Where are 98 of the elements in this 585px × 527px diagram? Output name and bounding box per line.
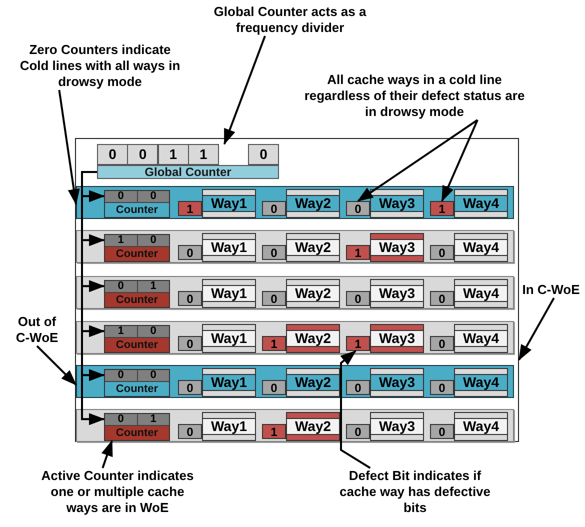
defect-bit: 1 [346, 245, 370, 260]
annotation-text: All cache ways in a cold line regardless of their defect status are in drowsy mode [303, 72, 526, 120]
counter-bit: 0 [138, 235, 169, 247]
cache-way: Way3 [370, 324, 424, 353]
defect-bit: 0 [346, 291, 370, 306]
annotation-text: Global Counter acts as a frequency divider [212, 4, 368, 36]
cache-line-row [76, 365, 514, 398]
counter-bit: 0 [105, 414, 138, 426]
defect-bit: 0 [430, 336, 454, 351]
global-counter-bit: 0 [127, 144, 158, 165]
cache-way: Way4 [454, 412, 508, 441]
counter-bit: 0 [138, 370, 169, 382]
cache-way: Way4 [454, 279, 508, 308]
cache-way: Way1 [202, 324, 256, 353]
arrow [36, 345, 77, 386]
counter-register [104, 325, 170, 353]
defect-bit: 1 [346, 336, 370, 351]
defect-bit: 0 [262, 380, 286, 395]
cache-line-row [76, 186, 514, 219]
cache-way: Way2 [286, 279, 340, 308]
defect-bit: 1 [430, 201, 454, 216]
defect-bit: 0 [262, 291, 286, 306]
cache-way: Way2 [286, 368, 340, 397]
counter-register [104, 369, 170, 397]
defect-bit: 0 [430, 380, 454, 395]
global-counter-label: Global Counter [97, 165, 279, 179]
cache-way: Way1 [202, 233, 256, 262]
annotation-text: Active Counter indicates one or multiple cache ways are in WoE [40, 468, 195, 516]
defect-bit: 0 [262, 245, 286, 260]
cache-way: Way2 [286, 324, 340, 353]
cache-line-row [76, 409, 514, 442]
defect-bit: 0 [346, 201, 370, 216]
counter-label: Counter [105, 247, 169, 261]
defect-bit: 0 [178, 424, 202, 439]
defect-bit: 0 [178, 245, 202, 260]
cache-line-row [76, 276, 514, 309]
counter-bit: 0 [138, 326, 169, 338]
cache-way: Way3 [370, 412, 424, 441]
cache-way: Way1 [202, 189, 256, 218]
counter-bit: 1 [138, 414, 169, 426]
cache-way: Way4 [454, 324, 508, 353]
arrow [357, 119, 478, 202]
defect-bit: 1 [262, 424, 286, 439]
cache-way: Way1 [202, 412, 256, 441]
arrow [518, 298, 555, 361]
global-counter-bit: 0 [248, 144, 279, 165]
annotation-text: Defect Bit indicates if cache way has defective bits [338, 468, 492, 516]
arrow [58, 90, 80, 206]
defect-bit: 0 [430, 291, 454, 306]
cache-line-row [76, 230, 514, 263]
counter-register [104, 280, 170, 308]
defect-bit: 0 [262, 201, 286, 216]
cache-way: Way3 [370, 279, 424, 308]
global-counter-bit: 1 [158, 144, 189, 165]
counter-bit: 1 [138, 281, 169, 293]
cache-way: Way1 [202, 279, 256, 308]
counter-label: Counter [105, 426, 169, 440]
defect-bit: 1 [178, 201, 202, 216]
counter-bit: 0 [105, 281, 138, 293]
defect-bit: 1 [262, 336, 286, 351]
arrow [223, 36, 266, 145]
cache-way: Way3 [370, 233, 424, 262]
defect-bit: 0 [178, 291, 202, 306]
global-counter-bit: 1 [188, 144, 219, 165]
counter-bit: 0 [105, 370, 138, 382]
cache-way: Way4 [454, 368, 508, 397]
cache-way: Way2 [286, 412, 340, 441]
cache-way: Way2 [286, 233, 340, 262]
counter-bit: 0 [105, 191, 138, 203]
global-counter-bit: 0 [97, 144, 128, 165]
cache-way: Way3 [370, 368, 424, 397]
annotation-text: Zero Counters indicate Cold lines with all ways in drowsy mode [18, 42, 182, 90]
defect-bit: 0 [178, 380, 202, 395]
arrow [101, 440, 113, 468]
arrow [340, 350, 371, 469]
defect-bit: 0 [346, 380, 370, 395]
annotation-text: In C-WoE [522, 282, 580, 298]
counter-bit: 0 [138, 191, 169, 203]
defect-bit: 0 [346, 424, 370, 439]
cache-line-row [76, 321, 514, 354]
counter-register [104, 190, 170, 218]
cache-way: Way3 [370, 189, 424, 218]
counter-label: Counter [105, 338, 169, 352]
counter-bit: 1 [105, 235, 138, 247]
counter-label: Counter [105, 293, 169, 307]
cache-way: Way4 [454, 189, 508, 218]
cache-way: Way2 [286, 189, 340, 218]
counter-register [104, 413, 170, 441]
defect-bit: 0 [178, 336, 202, 351]
cache-way: Way1 [202, 368, 256, 397]
counter-bit: 1 [105, 326, 138, 338]
cache-frame [75, 138, 519, 442]
cache-way: Way4 [454, 233, 508, 262]
defect-bit: 0 [430, 424, 454, 439]
counter-register [104, 234, 170, 262]
defect-bit: 0 [430, 245, 454, 260]
arrow [441, 120, 478, 202]
annotation-text: Out of C-WoE [14, 314, 60, 346]
